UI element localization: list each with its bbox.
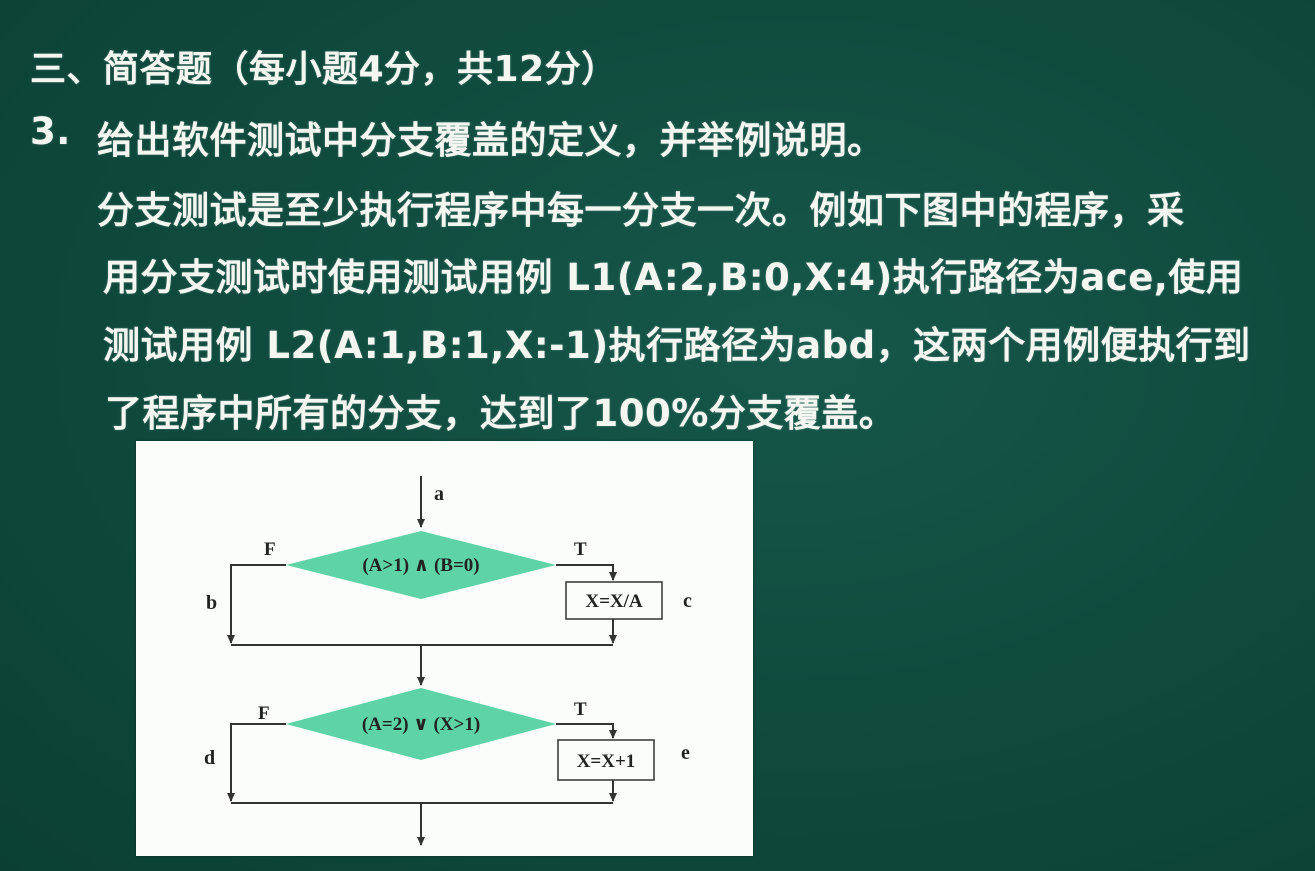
answer-line-2: 用分支测试时使用测试用例 L1(A:2,B:0,X:4)执行路径为ace,使用 [103, 256, 1244, 299]
false-branch-2 [227, 723, 286, 802]
path-label-d: d [204, 747, 215, 769]
path-label-a: a [434, 483, 444, 505]
process-box-1 [565, 581, 663, 620]
decision-2-true-label: T [574, 699, 587, 720]
section-heading: 三、简答题（每小题4分，共12分） [30, 49, 618, 90]
decision-diamond-2 [286, 688, 556, 760]
decision-diamond-1 [286, 531, 556, 599]
question-number: 3. [30, 110, 71, 153]
path-label-b: b [206, 592, 217, 614]
answer-line-4: 了程序中所有的分支，达到了100%分支覆盖。 [105, 392, 897, 435]
decision-1-text: (A>1) ∧ (B=0) [362, 555, 479, 576]
decision-2-false-label: F [258, 703, 270, 724]
process-2-text: X=X+1 [577, 751, 636, 772]
flowchart-panel: a (A>1) ∧ (B=0) F T b X=X/A c (A=2) ∨ (X… [136, 441, 753, 856]
answer-line-3: 测试用例 L2(A:1,B:1,X:-1)执行路径为abd，这两个用例便执行到 [103, 324, 1251, 367]
process-1-text: X=X/A [585, 591, 643, 612]
true-branch-2 [556, 723, 617, 739]
decision-1-false-label: F [264, 539, 276, 560]
process-box-2 [557, 739, 655, 781]
false-branch-1 [227, 564, 286, 644]
true-branch-1 [556, 564, 617, 581]
answer-line-1: 分支测试是至少执行程序中每一分支一次。例如下图中的程序，采 [97, 189, 1185, 232]
decision-2-text: (A=2) ∨ (X>1) [362, 714, 480, 735]
decision-1-true-label: T [574, 539, 587, 560]
path-label-c: c [683, 590, 692, 612]
path-label-e: e [681, 742, 690, 764]
flowchart: a (A>1) ∧ (B=0) F T b X=X/A c (A=2) ∨ (X… [204, 476, 692, 846]
question-text: 给出软件测试中分支覆盖的定义，并举例说明。 [97, 119, 885, 162]
